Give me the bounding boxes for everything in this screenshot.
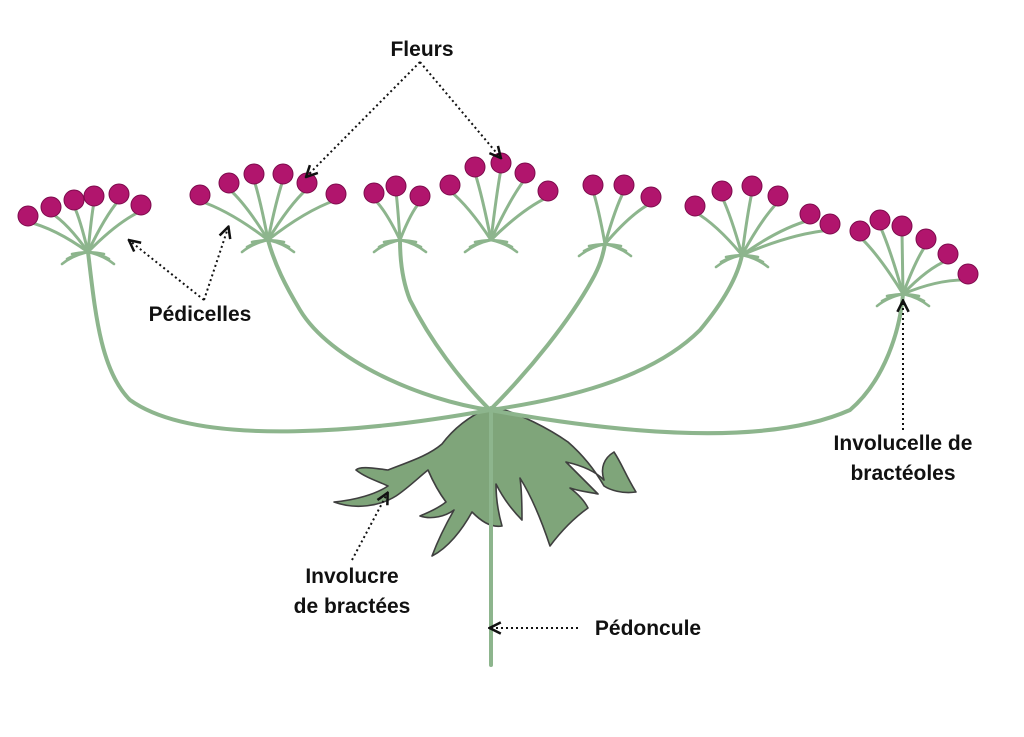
pedicel-2-1 <box>198 199 270 242</box>
ray-3 <box>398 238 492 412</box>
pedicel-7-1 <box>858 235 905 296</box>
bracteole-1-r3 <box>86 250 116 266</box>
pedicel-7-6 <box>901 278 970 296</box>
arrow-pedicelles-right <box>203 228 228 301</box>
flower-1-5 <box>108 183 130 205</box>
flower-2-4 <box>272 163 294 185</box>
flower-2-3 <box>243 163 265 185</box>
ray-1 <box>86 250 492 434</box>
bracteole-3-l3 <box>372 238 402 254</box>
flower-4-3 <box>490 152 512 174</box>
ray-6 <box>488 253 744 412</box>
pedicel-4-2 <box>473 171 493 242</box>
flower-1-2 <box>40 196 62 218</box>
flowers <box>17 152 979 285</box>
flower-6-3 <box>741 175 763 197</box>
arrow-fleurs-left <box>307 61 421 176</box>
arrow-fleurs-right <box>419 61 500 157</box>
label-pedicelles: Pédicelles <box>148 303 252 326</box>
involucre-bracts <box>333 407 637 557</box>
pedicel-5-1 <box>591 189 607 246</box>
label-involucre-line1: Involucre <box>305 565 399 588</box>
flower-7-2 <box>869 209 891 231</box>
pedicel-7-3 <box>900 230 905 296</box>
flower-6-6 <box>819 213 841 235</box>
flower-2-2 <box>218 172 240 194</box>
umbel-rays <box>86 238 905 667</box>
pedicel-2-6 <box>266 198 338 242</box>
pedicel-5-2 <box>603 189 626 246</box>
ray-2 <box>266 238 492 412</box>
pedicel-6-2 <box>720 195 744 257</box>
flower-2-1 <box>189 184 211 206</box>
flower-7-6 <box>957 263 979 285</box>
flower-6-5 <box>799 203 821 225</box>
flower-6-2 <box>711 180 733 202</box>
pedicel-4-5 <box>489 195 550 242</box>
bracteole-4-r3 <box>489 238 519 254</box>
bracteole-1-l3 <box>60 250 90 266</box>
pedicel-4-3 <box>489 167 503 242</box>
flower-3-3 <box>409 185 431 207</box>
flower-4-1 <box>439 174 461 196</box>
bracteole-6-l3 <box>714 253 744 269</box>
flower-6-4 <box>767 185 789 207</box>
bracteole-3-r3 <box>398 238 428 254</box>
flower-7-5 <box>937 243 959 265</box>
flower-5-1 <box>582 174 604 196</box>
arrow-pedicelles-left <box>130 241 205 301</box>
label-involucelle-line1: Involucelle de <box>833 432 973 455</box>
pedicel-7-2 <box>878 224 905 296</box>
flower-1-1 <box>17 205 39 227</box>
flower-1-6 <box>130 194 152 216</box>
ray-7 <box>488 292 905 436</box>
pedicel-6-6 <box>740 228 832 257</box>
flower-4-2 <box>464 156 486 178</box>
flower-5-2 <box>613 174 635 196</box>
flower-4-5 <box>537 180 559 202</box>
ray-5 <box>488 242 607 412</box>
bracteole-2-r3 <box>266 238 296 254</box>
bracteole-6-r3 <box>740 253 770 269</box>
involucel-bracteoles <box>60 238 931 308</box>
flower-7-1 <box>849 220 871 242</box>
flower-5-3 <box>640 186 662 208</box>
bracteole-2-l3 <box>240 238 270 254</box>
bracteole-7-l3 <box>875 292 905 308</box>
bracteole-7-r3 <box>901 292 931 308</box>
flower-2-6 <box>325 183 347 205</box>
annotation-arrows <box>130 61 903 628</box>
label-pedoncule: Pédoncule <box>594 617 702 640</box>
label-fleurs: Fleurs <box>390 38 454 61</box>
bract-1 <box>333 407 637 557</box>
bracteole-5-l3 <box>577 242 607 258</box>
bracteole-4-l3 <box>463 238 493 254</box>
flower-4-4 <box>514 162 536 184</box>
flower-3-2 <box>385 175 407 197</box>
bracteole-5-r3 <box>603 242 633 258</box>
flower-7-4 <box>915 228 937 250</box>
pedicel-1-1 <box>26 220 90 254</box>
label-involucelle-line2: bractéoles <box>850 462 956 485</box>
flower-3-1 <box>363 182 385 204</box>
flower-7-3 <box>891 215 913 237</box>
flower-6-1 <box>684 195 706 217</box>
flower-1-3 <box>63 189 85 211</box>
pedicel-1-6 <box>86 209 143 254</box>
flower-1-4 <box>83 185 105 207</box>
label-involucre-line2: de bractées <box>293 595 411 618</box>
pedicel-3-3 <box>398 200 422 242</box>
